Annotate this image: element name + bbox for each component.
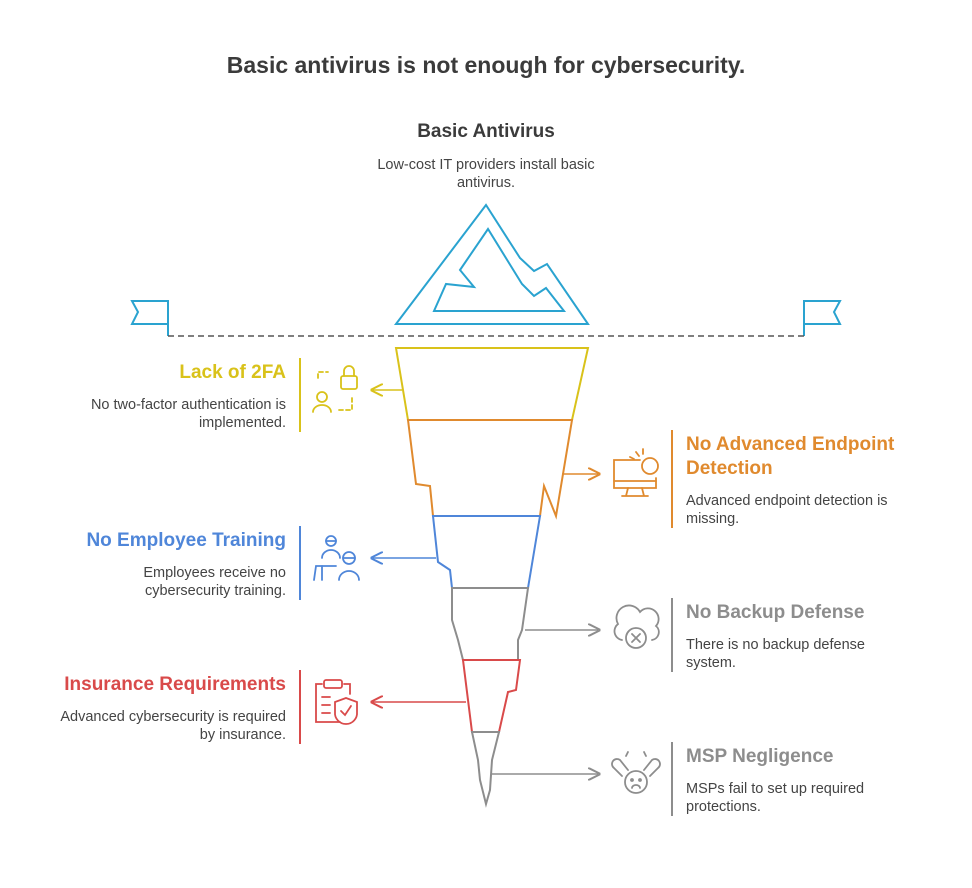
cloud-error-icon (613, 604, 660, 649)
no-employee-training-title: No Employee Training (86, 530, 286, 551)
no-backup-defense-desc-line2: system. (686, 655, 736, 671)
no-backup-defense-title: No Backup Defense (686, 602, 865, 623)
iceberg-layer-backup (451, 587, 530, 661)
msp-negligence-desc-line2: protections. (686, 799, 761, 815)
mountain-icon (393, 203, 590, 325)
msp-negligence-desc-line1: MSPs fail to set up required (686, 781, 865, 797)
basic-antivirus-desc-line2: antivirus. (456, 175, 516, 191)
iceberg-layer-endpoint (406, 419, 574, 520)
msp-negligence-title: MSP Negligence (686, 746, 834, 767)
right-flag-icon (803, 300, 842, 336)
no-backup-defense-desc-line1: There is no backup defense (686, 637, 865, 653)
basic-antivirus-desc-line1: Low-cost IT providers install basic (377, 157, 595, 173)
left-flag-icon (130, 300, 169, 336)
lack-of-2fa-title: Lack of 2FA (179, 362, 286, 383)
iceberg-layer-2fa (394, 347, 590, 421)
teacher-student-icon (313, 535, 360, 581)
no-employee-training-desc-line1: Employees receive no (143, 565, 286, 581)
monitor-alert-icon (613, 448, 659, 497)
basic-antivirus-title: Basic Antivirus (417, 121, 555, 142)
iceberg-layer-msp (470, 731, 501, 808)
insurance-requirements-desc-line2: by insurance. (199, 727, 286, 743)
no-endpoint-detection-title-line2: Detection (686, 458, 773, 479)
clipboard-shield-icon (315, 679, 358, 725)
no-endpoint-detection-desc-line2: missing. (686, 511, 740, 527)
iceberg-layer-training (431, 515, 542, 589)
no-employee-training-desc-line2: cybersecurity training. (144, 583, 286, 599)
no-endpoint-detection-desc-line1: Advanced endpoint detection is (686, 493, 888, 509)
no-endpoint-detection-title-line1: No Advanced Endpoint (686, 434, 895, 455)
insurance-requirements-title: Insurance Requirements (64, 674, 286, 695)
diagram-title: Basic antivirus is not enough for cybers… (226, 52, 746, 78)
lack-of-2fa-desc-line2: implemented. (198, 415, 286, 431)
lack-of-2fa-desc-line1: No two-factor authentication is (90, 397, 286, 413)
stressed-person-icon (611, 751, 661, 794)
iceberg-layer-insurance (461, 659, 522, 733)
insurance-requirements-desc-line1: Advanced cybersecurity is required (60, 709, 286, 725)
locked-user-icon (312, 365, 358, 413)
